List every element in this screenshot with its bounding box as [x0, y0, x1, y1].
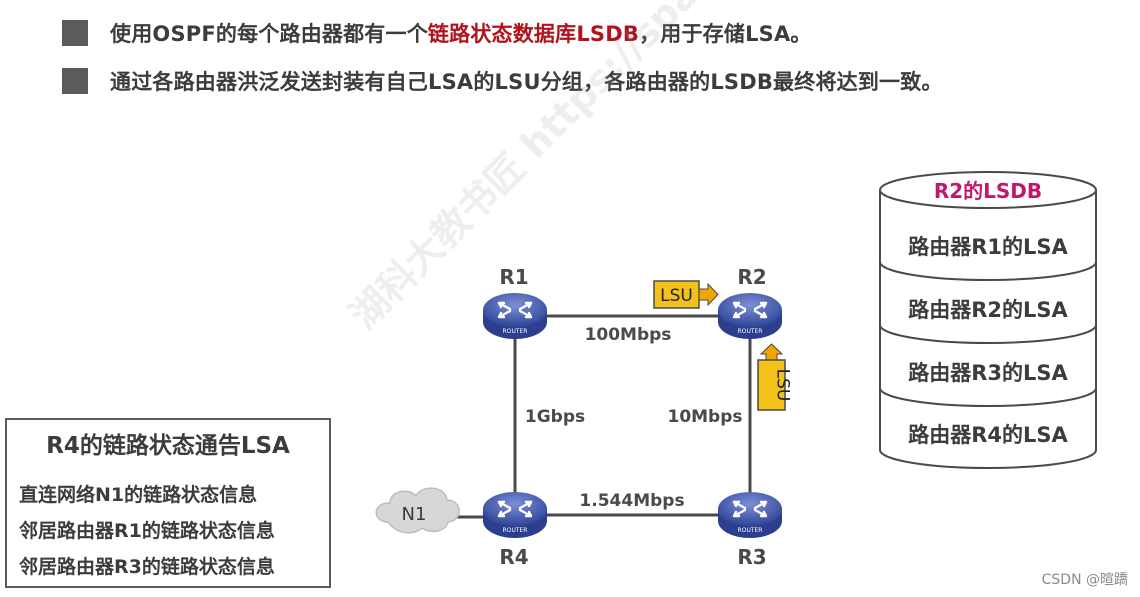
lsdb-item-r3: 路由器R3的LSA — [908, 361, 1068, 385]
lsa-line-r1: 邻居路由器R1的链路状态信息 — [19, 520, 275, 542]
lsdb-item-r1: 路由器R1的LSA — [908, 235, 1068, 259]
network-n1-label: N1 — [402, 504, 427, 525]
bullet-1-post: ，用于存储LSA。 — [639, 22, 812, 46]
bullet-row-1: 使用OSPF的每个路由器都有一个链路状态数据库LSDB，用于存储LSA。 — [62, 16, 812, 50]
router-r1-label: R1 — [499, 265, 528, 289]
link-r1-r2-label: 100Mbps — [585, 325, 672, 345]
bullet-text-1: 使用OSPF的每个路由器都有一个链路状态数据库LSDB，用于存储LSA。 — [110, 18, 812, 48]
footer-credit: CSDN @暄蹻 — [1041, 572, 1128, 588]
lsa-box-title: R4的链路状态通告LSA — [46, 433, 290, 459]
router-r2-icon[interactable] — [716, 291, 784, 341]
link-r1-r4-label: 1Gbps — [525, 407, 585, 427]
lsu-horizontal: LSU — [653, 280, 719, 309]
router-r4-icon[interactable] — [481, 490, 549, 540]
lsu-vertical: LSU — [757, 343, 793, 411]
lsa-info-box: R4的链路状态通告LSA 直连网络N1的链路状态信息 邻居路由器R1的链路状态信… — [5, 418, 331, 588]
arrow-right-icon — [698, 282, 719, 307]
bullet-square-icon — [62, 20, 88, 46]
router-r1-icon[interactable] — [481, 291, 549, 341]
lsa-line-n1: 直连网络N1的链路状态信息 — [19, 484, 258, 506]
router-r2-label: R2 — [737, 265, 766, 289]
arrow-up-icon — [759, 343, 784, 361]
link-r4-r3-label: 1.544Mbps — [579, 491, 684, 511]
bullet-1-pre: 使用OSPF的每个路由器都有一个 — [110, 22, 428, 46]
router-r4-label: R4 — [499, 545, 528, 569]
cloud-n1-icon: N1 — [375, 487, 460, 534]
bullet-1-highlight: 链路状态数据库LSDB — [427, 22, 640, 46]
router-r3-icon[interactable] — [716, 490, 784, 540]
lsdb-item-r2: 路由器R2的LSA — [908, 298, 1068, 322]
router-r3-label: R3 — [737, 545, 766, 569]
bullet-square-icon — [62, 68, 88, 94]
lsu-vertical-label: LSU — [773, 369, 793, 402]
lsdb-item-r4: 路由器R4的LSA — [908, 423, 1068, 447]
link-r2-r3-label: 10Mbps — [667, 407, 742, 427]
lsdb-title: R2的LSDB — [934, 179, 1042, 203]
lsu-horizontal-label: LSU — [660, 286, 693, 306]
bullet-text-2: 通过各路由器洪泛发送封装有自己LSA的LSU分组，各路由器的LSDB最终将达到一… — [110, 70, 943, 94]
lsdb-cylinder — [879, 171, 1097, 469]
lsa-line-r3: 邻居路由器R3的链路状态信息 — [19, 556, 275, 578]
bullet-row-2: 通过各路由器洪泛发送封装有自己LSA的LSU分组，各路由器的LSDB最终将达到一… — [62, 64, 943, 98]
